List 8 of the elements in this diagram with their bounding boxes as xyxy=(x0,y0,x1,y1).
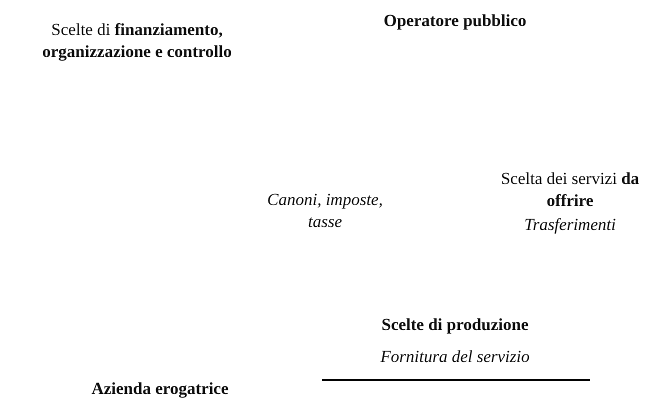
caption-text: Scelte di produzione xyxy=(380,314,530,336)
actor-label: Azienda erogatrice xyxy=(60,378,260,400)
flow-label: Fornitura del servizio xyxy=(379,346,531,368)
flow-label: Canoni, imposte, tasse xyxy=(266,189,384,233)
caption-text: Scelta dei servizi da offrire xyxy=(500,168,640,212)
actor-label: Operatore pubblico xyxy=(345,10,565,32)
caption-text: Scelte di finanziamento, organizzazione e controllo xyxy=(41,19,233,63)
flow-label: Trasferimenti xyxy=(523,214,617,236)
